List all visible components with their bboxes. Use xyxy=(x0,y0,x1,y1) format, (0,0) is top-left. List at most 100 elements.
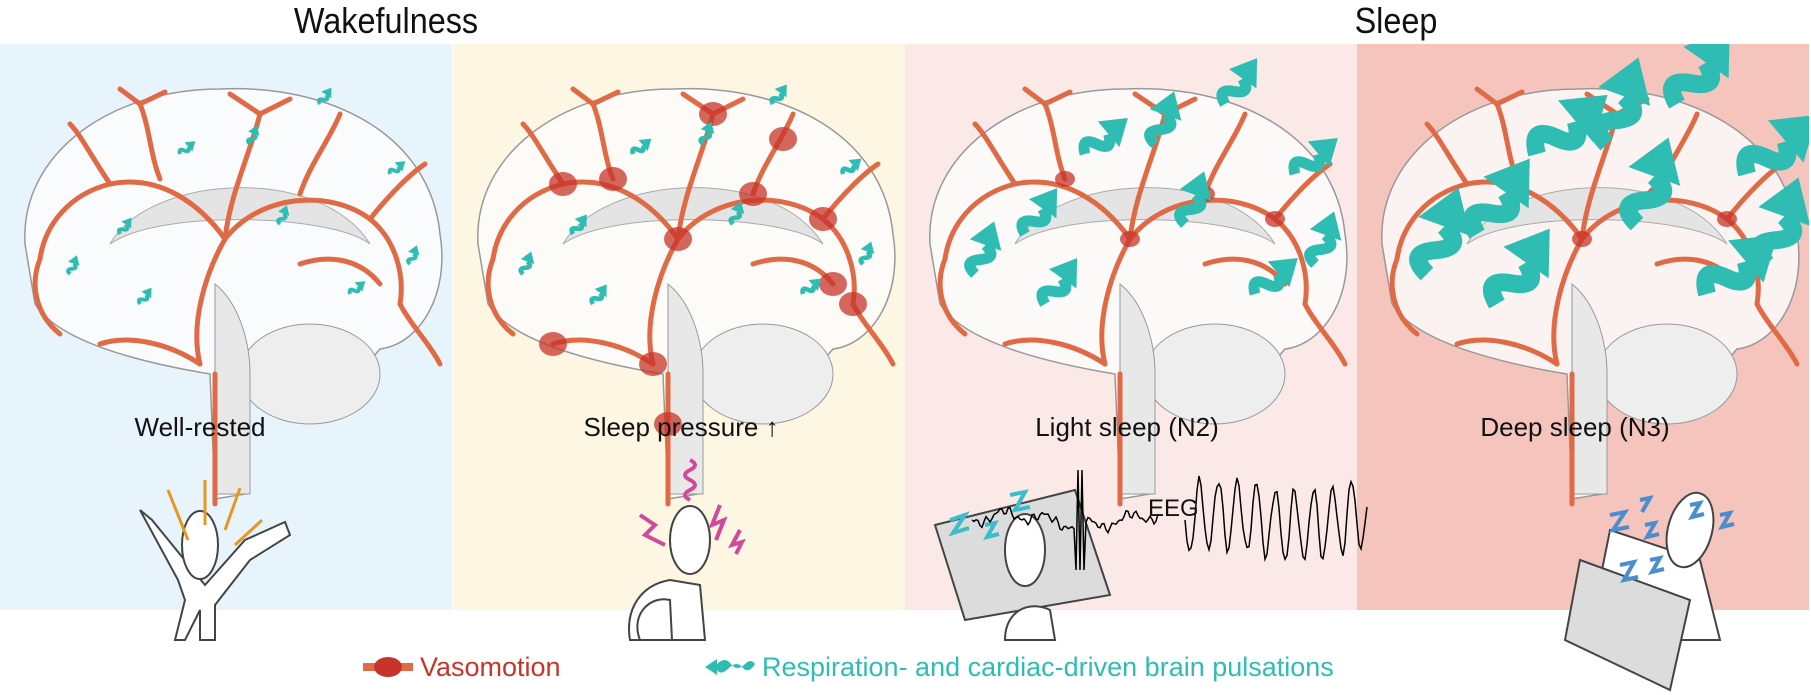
pulsation-wave xyxy=(406,252,418,266)
blood-vessel xyxy=(117,86,168,107)
cerebellum xyxy=(692,323,834,425)
pulsation-arrow-icon xyxy=(1736,114,1809,177)
wakefulness-header: Wakefulness xyxy=(293,0,479,41)
pulsation-wave xyxy=(316,94,330,105)
blood-vessel xyxy=(397,301,443,367)
pulsation-arrowhead xyxy=(860,241,875,255)
panel-light-sleep: Light sleep (N2) xyxy=(905,44,1357,610)
blood-vessel xyxy=(67,121,113,187)
pulsation-arrow-icon xyxy=(1589,57,1651,151)
blood-vessel xyxy=(1272,161,1333,222)
pulsation-wave xyxy=(518,259,533,276)
pulsation-wave xyxy=(1589,90,1643,151)
pulsation-arrowhead xyxy=(1483,158,1530,209)
vasomotion-spot xyxy=(1717,211,1737,227)
pulsation-arrowhead xyxy=(141,287,152,299)
pulsation-wave xyxy=(800,284,816,295)
eeg-label: EEG xyxy=(1148,495,1199,522)
pulsation-arrowhead xyxy=(1758,177,1809,226)
pulsation-arrow-icon xyxy=(1409,187,1471,281)
pulsation-wave xyxy=(630,144,646,155)
pulsations-legend-label: Respiration- and cardiac-driven brain pu… xyxy=(762,652,1334,682)
pulsation-arrowhead xyxy=(969,221,1002,251)
pulsation-wave xyxy=(1016,206,1052,237)
pulsation-arrow-icon xyxy=(1662,44,1730,109)
pulsation-arrow-icon xyxy=(840,158,862,175)
brain-illustration xyxy=(1381,44,1809,507)
pulsation-arrow-icon xyxy=(136,287,152,305)
blood-vessel xyxy=(1002,337,1108,367)
pulsation-arrowhead xyxy=(1028,188,1058,219)
pulsation-arrowhead xyxy=(638,138,652,152)
pulsation-arrowhead xyxy=(1228,58,1258,89)
blood-vessel xyxy=(194,197,404,367)
panel-deep-sleep: Deep sleep (N3) xyxy=(1357,44,1809,610)
brain-illustration xyxy=(477,84,896,507)
pulsation-arrowhead xyxy=(520,251,535,265)
pulsation-arrowhead xyxy=(408,245,420,256)
pulsation-arrow-icon xyxy=(569,214,587,236)
pulsation-arrow-icon xyxy=(630,138,652,155)
blood-vessel xyxy=(1754,301,1800,367)
pulsation-wave xyxy=(964,241,997,278)
blood-vessel xyxy=(647,197,857,367)
pulsation-arrow-icon xyxy=(116,217,132,235)
up-arrow-icon: ↑ xyxy=(765,412,779,442)
panel-label: Deep sleep (N3) xyxy=(1480,412,1670,442)
panel-label-text: Sleep pressure xyxy=(583,412,759,442)
panel-label: Sleep pressure ↑ xyxy=(583,412,778,443)
pulsation-arrow-icon xyxy=(1036,258,1078,307)
pulsation-arrow-icon xyxy=(1462,158,1530,239)
pulsation-arrowhead xyxy=(808,278,822,292)
vasomotion-legend-icon xyxy=(363,657,413,677)
pulsation-arrow-icon xyxy=(1144,91,1182,148)
blood-vessel xyxy=(97,337,203,367)
pulsation-arrow-icon xyxy=(177,141,196,155)
pulsation-arrow-icon xyxy=(800,278,822,295)
pulsation-arrowhead xyxy=(1267,258,1298,288)
blood-vessel xyxy=(297,256,383,287)
pulsation-arrowhead xyxy=(184,141,196,152)
blood-vessel xyxy=(32,256,63,337)
pulsation-wave xyxy=(1288,152,1326,176)
pulsation-arrow-icon xyxy=(387,161,406,175)
pulsation-arrowhead xyxy=(1179,171,1212,201)
pulsation-arrow-icon xyxy=(1078,118,1128,156)
pulsation-wave xyxy=(1736,139,1797,177)
vasomotion-spot xyxy=(639,352,667,376)
pulsation-arrowhead xyxy=(248,125,260,136)
pulsation-wave xyxy=(840,164,856,175)
pulsation-arrowhead xyxy=(730,201,745,215)
pulsation-arrowhead xyxy=(1048,258,1078,289)
pulsation-wave xyxy=(1216,76,1252,107)
brainstem xyxy=(1571,282,1608,495)
pulsation-arrowhead xyxy=(354,281,366,292)
vasomotion-spot xyxy=(539,332,567,356)
pulsation-arrowhead xyxy=(848,158,862,172)
blood-vessel xyxy=(1022,86,1073,107)
pulsation-arrowhead xyxy=(700,121,715,135)
panel-sleep-pressure: Sleep pressure ↑ xyxy=(453,44,905,610)
pulsation-arrow-icon xyxy=(1482,228,1550,309)
brainstem xyxy=(1119,282,1156,495)
blood-vessel xyxy=(1202,111,1248,197)
blood-vessel xyxy=(1099,197,1309,367)
panel-well-rested: Well-rested xyxy=(0,44,452,610)
pulsation-arrow-icon xyxy=(1174,171,1212,228)
pulsation-wave xyxy=(1526,119,1587,157)
pulsation-arrow-icon xyxy=(1304,211,1342,268)
vasomotion-spot xyxy=(819,272,847,296)
pulsation-arrowhead xyxy=(574,214,587,228)
blood-vessel xyxy=(570,86,621,107)
vasomotion-spot xyxy=(1265,211,1285,227)
pulsation-arrowhead xyxy=(321,87,332,99)
pulsation-wave xyxy=(1482,258,1541,309)
pulsation-arrowhead xyxy=(1598,57,1651,106)
pulsation-wave xyxy=(1036,276,1072,307)
blood-vessel xyxy=(1454,337,1560,367)
blood-vessel xyxy=(137,101,163,182)
blood-vessel xyxy=(972,121,1018,187)
pulsation-arrowhead xyxy=(1309,211,1342,241)
vasomotion-spot xyxy=(839,292,867,316)
pulsation-arrowhead xyxy=(1628,137,1681,186)
